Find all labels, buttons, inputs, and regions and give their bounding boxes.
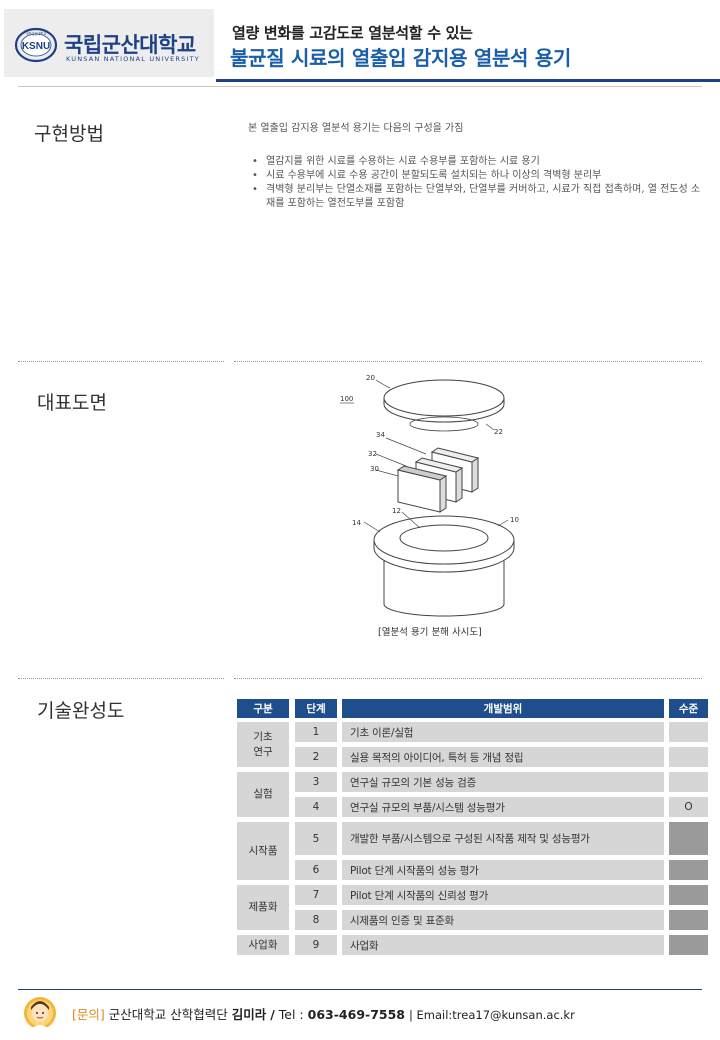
list-item: 열감지를 위한 시료를 수용하는 시료 수용부를 포함하는 시료 용기 [252,155,706,169]
table-row-level [669,910,708,930]
section-divider [234,678,702,679]
label-lid-bottom: 22 [494,428,503,436]
table-row-stage: 5 [295,822,337,855]
table-row-level [669,822,708,855]
table-row-level [669,860,708,880]
logo-emblem-text: 국립군산대학교 [26,31,47,36]
table-row-scope: 실용 목적의 아이디어, 특허 등 개념 정립 [342,747,664,767]
table-header-level: 수준 [669,699,708,718]
implementation-list: 열감지를 위한 시료를 수용하는 시료 수용부를 포함하는 시료 용기 시료 수… [252,155,706,211]
section-divider [18,678,224,679]
table-row-scope: 연구실 규모의 부품/시스템 성능평가 [342,797,664,817]
label-lid: 20 [366,374,375,382]
table-row-scope: 시제품의 인증 및 표준화 [342,910,664,930]
lid-top [383,379,505,417]
table-header-stage: 단계 [295,699,337,718]
table-row-level [669,722,708,742]
header-subtitle: 열량 변화를 고감도로 열분석할 수 있는 [232,24,473,42]
drawing-caption: [열분석 용기 분해 사시도] [378,627,482,638]
table-row-stage: 9 [295,935,337,955]
label-cavity: 12 [392,507,401,515]
implementation-intro: 본 열출입 감지용 열분석 용기는 다음의 구성을 가짐 [248,123,464,134]
label-rim: 14 [352,519,361,527]
label-layer-34: 34 [376,431,385,439]
table-row-scope: Pilot 단계 시작품의 성능 평가 [342,860,664,880]
table-row-level [669,885,708,905]
table-row-stage: 2 [295,747,337,767]
university-name-korean: 국립군산대학교 [64,33,196,57]
table-group-basic-research: 기초 연구 [237,722,289,767]
section-title-drawing: 대표도면 [37,392,107,414]
section-divider [234,361,702,362]
table-row-level [669,772,708,792]
section-divider [18,361,224,362]
table-row-scope: 개발한 부품/시스템으로 구성된 시작품 제작 및 성능평가 [342,822,664,855]
table-group-prototype: 시작품 [237,822,289,880]
footer-divider [18,989,702,990]
page-title: 불균질 시료의 열출입 감지용 열분석 용기 [230,46,572,70]
table-row-scope: 기초 이론/실험 [342,722,664,742]
container-cavity [399,524,489,552]
contact-email[interactable]: | Email:trea17@kunsan.ac.kr [408,1008,575,1022]
table-row-scope: Pilot 단계 시작품의 신뢰성 평가 [342,885,664,905]
label-assembly: 100 [340,395,353,403]
header-divider-thin [18,86,702,87]
header-divider [216,79,720,82]
table-row-scope: 사업화 [342,935,664,955]
table-row-level [669,747,708,767]
lid-side [383,398,505,423]
contact-avatar-icon [24,997,56,1029]
table-group-experiment: 실험 [237,772,289,817]
university-name-english: KUNSAN NATIONAL UNIVERSITY [66,55,200,63]
table-row-scope: 연구실 규모의 기본 성능 검증 [342,772,664,792]
exploded-view-drawing: 100 20 22 34 32 30 12 14 10 [340,374,519,617]
list-item: 격벽형 분리부는 단열소재를 포함하는 단열부와, 단열부를 커버하고, 시료가… [252,183,706,211]
list-item: 시료 수용부에 시료 수용 공간이 분할되도록 설치되는 하나 이상의 격벽형 … [252,169,706,183]
section-title-maturity: 기술완성도 [37,700,125,722]
table-row-level [669,935,708,955]
contact-info: [문의] 군산대학교 산학협력단 김미라 / Tel : 063-469-755… [72,1004,575,1023]
lid-bottom [409,416,479,432]
table-group-commercialization: 사업화 [237,935,289,955]
label-body: 10 [510,516,519,524]
tel-label: Tel : [278,1007,304,1022]
label-layer-32: 32 [368,450,377,458]
contact-separator: / [270,1007,275,1022]
table-header-scope: 개발범위 [342,699,664,718]
university-emblem-icon: KSNU 국립군산대학교 [14,27,58,63]
table-header-category: 구분 [237,699,289,718]
table-row-stage: 3 [295,772,337,792]
table-group-productization: 제품화 [237,885,289,930]
contact-phone[interactable]: 063-469-7558 [307,1007,405,1022]
contact-org: 군산대학교 산학협력단 [108,1007,228,1022]
table-row-stage: 6 [295,860,337,880]
section-title-implementation: 구현방법 [34,123,104,145]
logo-badge-text: KSNU [22,41,50,52]
inquiry-label: [문의] [72,1007,105,1022]
table-row-stage: 1 [295,722,337,742]
table-row-stage: 7 [295,885,337,905]
table-row-stage: 4 [295,797,337,817]
plate-front [396,465,448,513]
label-layer-30: 30 [370,465,379,473]
table-row-level-current: O [669,797,708,817]
table-row-stage: 8 [295,910,337,930]
contact-name: 김미라 [231,1007,267,1022]
